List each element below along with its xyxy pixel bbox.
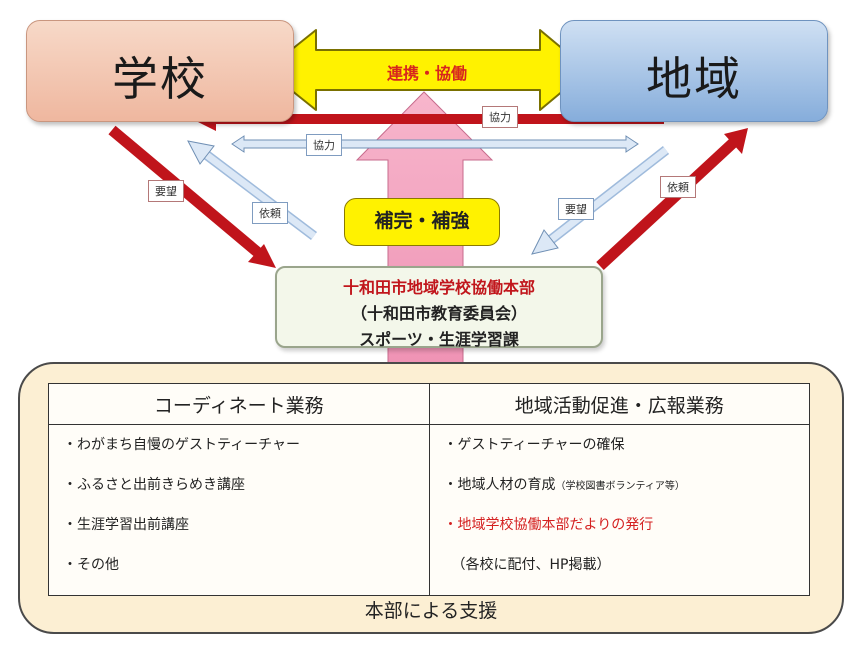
school-box: 学校 (26, 20, 294, 122)
list-item: ・ゲストティーチャーの確保 (443, 437, 625, 453)
list-item: ・生涯学習出前講座 (63, 517, 189, 533)
hq-department: スポーツ・生涯学習課 (359, 330, 519, 349)
list-item: ・地域学校協働本部だよりの発行 (443, 517, 654, 533)
list-item-note: （学校図書ボランティア等） (555, 481, 685, 492)
coordinate-header: コーディネート業務 (48, 383, 430, 425)
hosen-label: 補完・補強 (344, 198, 500, 246)
hq-box: 十和田市地域学校協働本部 （十和田市教育委員会） スポーツ・生涯学習課 (275, 266, 603, 349)
region-label: 地域 (646, 52, 742, 106)
blue-arrow-request-left (197, 147, 317, 239)
list-item-text: ・地域人材の育成 (443, 477, 556, 493)
hq-name: 十和田市地域学校協働本部 (342, 278, 535, 297)
renkei-label: 連携・協働 (386, 64, 467, 83)
tag-irai-right: 依頼 (660, 176, 696, 198)
region-box: 地域 (560, 20, 828, 122)
list-item: ・地域人材の育成（学校図書ボランティア等） (444, 475, 810, 515)
promotion-cell: ・ゲストティーチャーの確保 ・地域人材の育成（学校図書ボランティア等） ・地域学… (428, 424, 810, 596)
red-arrow-request-right (596, 137, 738, 271)
promotion-header: 地域活動促進・広報業務 (428, 383, 810, 425)
list-item: ・わがまち自慢のゲストティーチャー (63, 437, 301, 453)
tasks-table: コーディネート業務 地域活動促進・広報業務 ・わがまち自慢のゲストティーチャー … (48, 383, 810, 596)
list-item: ・その他 (63, 557, 119, 573)
blue-arrow-request-right (545, 147, 669, 245)
tag-yobo-right: 要望 (558, 198, 594, 220)
hq-parent: （十和田市教育委員会） (350, 304, 527, 323)
tag-kyoryoku-red: 協力 (482, 106, 518, 128)
support-label: 本部による支援 (364, 600, 498, 622)
tag-yobo-left: 要望 (148, 180, 184, 202)
school-label: 学校 (112, 52, 208, 106)
list-item-note: （各校に配付、HP掲載） (451, 557, 611, 573)
tag-kyoryoku-blue: 協力 (306, 134, 342, 156)
tag-irai-left: 依頼 (252, 202, 288, 224)
red-arrow-cooperation (214, 114, 664, 124)
coordinate-cell: ・わがまち自慢のゲストティーチャー ・ふるさと出前きらめき講座 ・生涯学習出前講… (48, 424, 430, 596)
red-arrow-request-left (108, 125, 266, 261)
list-item: ・ふるさと出前きらめき講座 (63, 477, 245, 493)
